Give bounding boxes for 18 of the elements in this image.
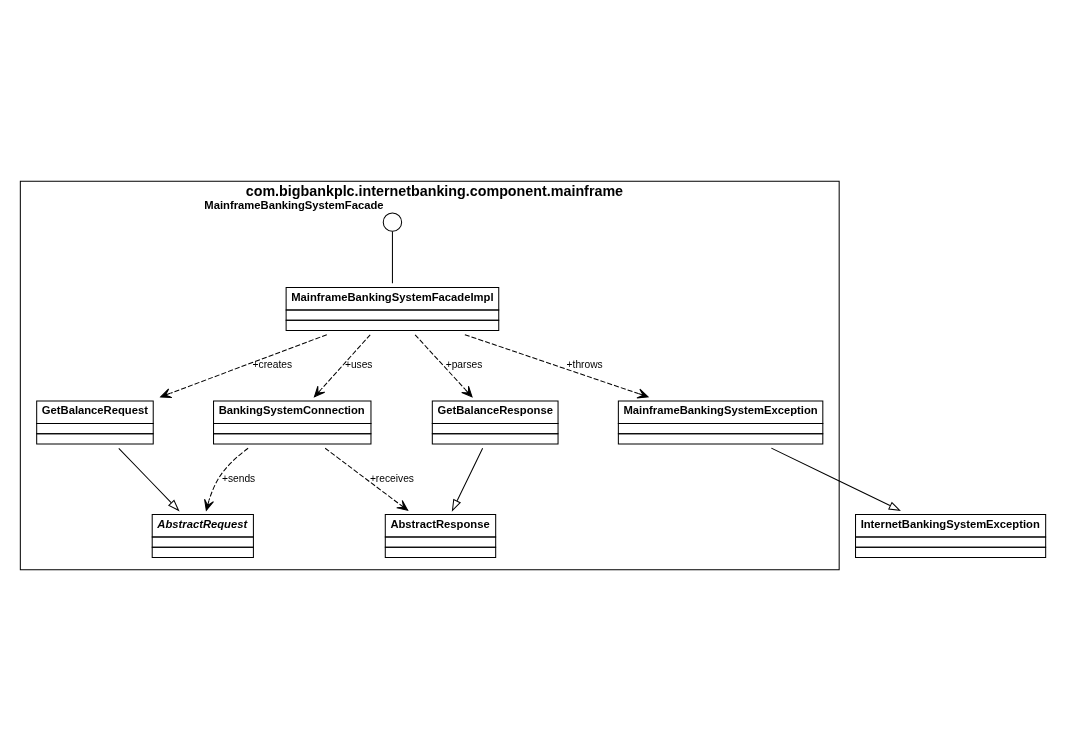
arrow [464,333,649,398]
edge-label: +receives [369,472,414,484]
node-label: MainframeBankingSystemFacade [204,198,384,211]
node-circle [382,211,403,232]
edge-label: +uses [344,358,373,370]
arrow [324,447,409,511]
arrow [451,447,484,512]
edge-label: +sends [221,472,256,484]
arrow [313,333,371,397]
edge-label: +parses [445,358,483,370]
edge-label: +throws [566,358,603,370]
arrow [414,333,473,397]
arrow [204,447,249,511]
edge-label: +creates [252,358,293,370]
connector [391,230,393,284]
arrow [770,447,901,511]
arrow [160,333,328,398]
arrow [118,447,180,511]
